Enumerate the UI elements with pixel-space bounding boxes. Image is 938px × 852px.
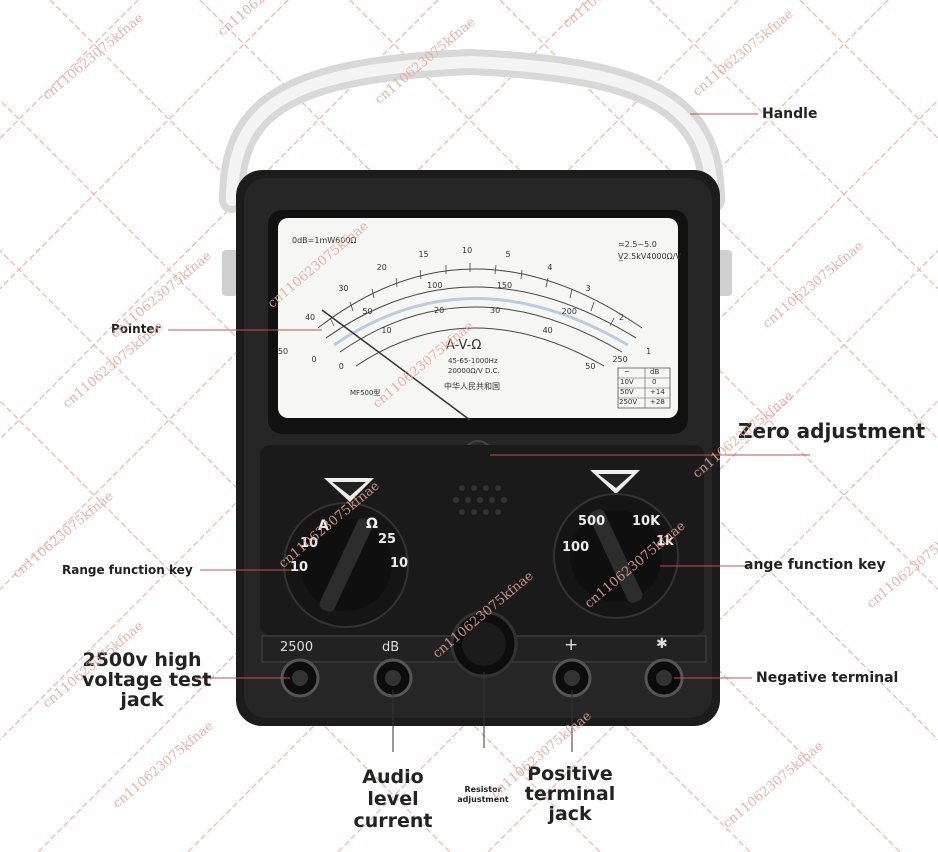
label-audio-line2: level	[367, 788, 419, 810]
face-top-right-text-1: ≃2.5~5.0	[618, 240, 657, 249]
scale-number: 0	[311, 354, 317, 364]
label-zero-adjustment: Zero adjustment	[738, 419, 926, 443]
scale-number: 3	[585, 284, 591, 294]
scale-number: 40	[542, 325, 553, 335]
label-positive: Positive terminal jack	[522, 764, 618, 824]
db-table-r1c1: 10V	[620, 378, 634, 386]
terminal-jacks	[280, 658, 684, 698]
face-top-left-text: 0dB=1mW600Ω	[292, 236, 357, 245]
label-resistor-line1: Resistor	[464, 785, 502, 794]
left-dial-label-1: 10	[290, 560, 309, 575]
scale-number: 1	[646, 347, 652, 357]
db-table-r1c2: 0	[652, 378, 657, 386]
label-positive-line3: jack	[548, 803, 592, 825]
label-resistor-line2: adjustment	[457, 795, 509, 804]
scale-number: 20	[433, 306, 445, 316]
db-table-h2: dB	[650, 368, 660, 376]
scale-number: 150	[496, 281, 513, 291]
face-top-right-text-2: V̲2.5kV4000Ω/V	[618, 252, 681, 261]
label-audio-line1: Audio	[362, 766, 424, 788]
left-dial-label-2: 10	[300, 536, 319, 551]
terminal-label-2500: 2500	[280, 640, 314, 655]
left-dial-label-10b: 10	[390, 556, 409, 571]
label-positive-line2: terminal	[524, 783, 616, 805]
right-dial-label-500: 500	[578, 514, 606, 529]
db-table-r3c1: 250V	[619, 398, 638, 406]
face-title: A-V-Ω	[446, 338, 482, 353]
scale-number: 10	[381, 325, 392, 335]
label-hv-jack-line1: 2500v high	[82, 649, 202, 671]
terminal-label-plus: +	[564, 635, 579, 655]
label-handle: Handle	[762, 106, 818, 122]
scale-number: 50	[362, 306, 373, 316]
scale-number: 200	[561, 306, 577, 316]
terminal-label-star: ✱	[656, 636, 668, 652]
scale-number: 30	[490, 306, 501, 316]
scale-number: 30	[338, 284, 349, 294]
scale-number: 250	[612, 354, 628, 364]
label-hv-jack: 2500v high voltage test jack	[82, 649, 212, 711]
left-dial-label-a: A	[318, 518, 329, 534]
label-hv-jack-line2: voltage test	[82, 669, 212, 691]
right-dial-label-100: 100	[562, 540, 590, 555]
scale-number: 50	[585, 362, 596, 371]
meter-face	[278, 218, 678, 418]
label-audio: Audio level current	[346, 766, 440, 832]
db-table-r2c1: 50V	[620, 388, 634, 396]
scale-number: 50	[277, 347, 289, 357]
scale-number: 100	[427, 281, 443, 291]
left-dial-label-25: 25	[378, 532, 397, 547]
right-dial-label-1k: 1k	[656, 534, 674, 549]
terminal-label-db: dB	[382, 640, 400, 655]
face-model: MF500型	[350, 389, 381, 397]
face-freq: 45-65-1000Hz	[448, 357, 498, 365]
scale-number: 20	[376, 263, 387, 273]
label-negative-terminal: Negative terminal	[756, 670, 899, 686]
right-dial-label-10k: 10K	[632, 514, 661, 529]
db-table-h1: ~	[624, 368, 630, 376]
scale-number: 5	[505, 250, 511, 260]
label-resistor: Resistor adjustment	[448, 785, 518, 805]
db-table-r3c2: +28	[650, 398, 665, 406]
label-range-right: ange function key	[744, 557, 886, 573]
db-table-r2c2: +14	[650, 388, 665, 396]
face-sensitivity: 20000Ω/V D.C.	[448, 367, 500, 375]
scale-number: 40	[304, 312, 316, 322]
label-hv-jack-line3: jack	[120, 689, 164, 711]
scale-number: 10	[462, 246, 473, 255]
scale-number: 0	[338, 362, 344, 371]
label-audio-line3: current	[353, 810, 433, 832]
label-range-left: Range function key	[62, 563, 193, 577]
face-maker: 中华人民共和国	[444, 382, 500, 391]
scale-number: 4	[547, 263, 553, 273]
left-dial-label-ohm: Ω	[366, 516, 378, 532]
scale-number: 15	[418, 250, 429, 260]
label-positive-line1: Positive	[527, 763, 613, 785]
pointer-needle	[321, 309, 471, 421]
scale-number: 2	[619, 312, 625, 322]
label-pointer: Pointer	[111, 322, 161, 336]
